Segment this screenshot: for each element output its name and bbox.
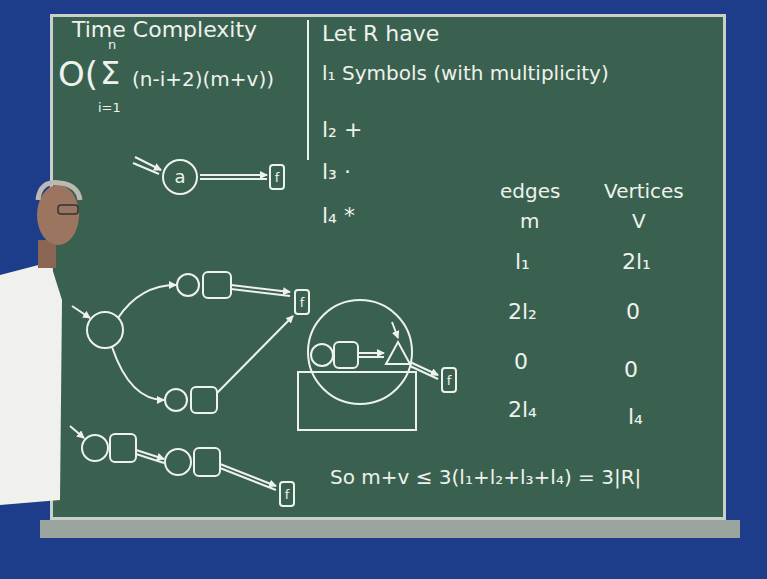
transition xyxy=(410,366,438,379)
chalk-text: 0 xyxy=(626,300,640,324)
state-box xyxy=(203,272,231,298)
chalk-strokes xyxy=(40,20,740,538)
state-box xyxy=(191,387,217,413)
state-box xyxy=(194,448,220,476)
lecturer xyxy=(0,183,80,505)
chalk-text: Vertices xyxy=(604,180,684,202)
transition xyxy=(231,289,290,296)
chalk-text: 2l₂ xyxy=(508,300,537,324)
start-arrow xyxy=(133,163,159,174)
state-label: a xyxy=(174,168,185,186)
divider-line xyxy=(307,20,309,160)
start-arrow xyxy=(70,426,84,438)
chalk-text: i=1 xyxy=(98,101,121,115)
state-label: f xyxy=(275,171,280,184)
chalk-rail xyxy=(40,520,740,538)
transition xyxy=(118,285,176,318)
chalk-text: l₄ xyxy=(628,405,643,429)
chalk-text: Σ xyxy=(100,56,120,91)
chalk-text: 0 xyxy=(624,358,638,382)
transition xyxy=(358,352,384,354)
chalk-text: l₁ xyxy=(515,250,530,274)
state-label: f xyxy=(285,488,290,501)
state-circle xyxy=(177,274,199,296)
chalk-text: l₄ * xyxy=(322,204,355,228)
chalk-text: V xyxy=(632,210,646,232)
chalk-text: 2l₁ xyxy=(622,250,651,274)
state-circle xyxy=(165,389,187,411)
state-circle xyxy=(82,435,108,461)
start-arrow xyxy=(72,306,90,318)
lecturer-shirt xyxy=(0,262,62,505)
chalk-text: 2l₄ xyxy=(508,398,537,422)
final-state-box: f xyxy=(441,367,457,393)
chalk-text: l₃ · xyxy=(322,160,351,184)
transition xyxy=(112,347,164,400)
chalk-text: (n-i+2)(m+v)) xyxy=(132,68,274,90)
final-state-box: f xyxy=(269,164,285,190)
transition xyxy=(220,468,276,490)
enclosing-circle xyxy=(308,300,412,404)
transition xyxy=(136,454,164,463)
enclosing-box xyxy=(298,372,416,430)
transition xyxy=(220,464,276,486)
state-box xyxy=(334,342,358,368)
chalk-text: m xyxy=(520,210,539,232)
transition-line xyxy=(200,174,267,176)
chalk-text: edges xyxy=(500,180,560,202)
chalk-text: 0 xyxy=(514,350,528,374)
transition xyxy=(217,316,293,393)
chalk-text: Time Complexity xyxy=(72,18,257,42)
state-label: f xyxy=(300,296,305,309)
chalk-text: l₁ Symbols (with multiplicity) xyxy=(322,62,609,84)
transition-line xyxy=(200,178,267,180)
state-circle xyxy=(165,449,191,475)
state-circle: a xyxy=(162,159,198,195)
chalk-text: So m+v ≤ 3(l₁+l₂+l₃+l₄) = 3|R| xyxy=(330,466,641,488)
final-state-box: f xyxy=(279,481,295,507)
final-state-box: f xyxy=(294,289,310,315)
lecturer-head xyxy=(37,185,79,245)
lecturer-hair xyxy=(38,183,80,200)
chalk-text: l₂ + xyxy=(322,118,362,142)
transition-arrow xyxy=(200,175,267,179)
lecturer-glasses xyxy=(58,205,78,214)
start-arrow xyxy=(135,157,161,170)
chalk-text: Let R have xyxy=(322,22,439,46)
state-triangle xyxy=(386,342,410,364)
transition xyxy=(358,356,384,358)
state-box xyxy=(110,434,136,462)
start-arrow xyxy=(392,322,398,338)
chalk-text: n xyxy=(108,38,116,52)
state-circle xyxy=(311,344,333,366)
chalk-text: O( xyxy=(58,56,98,93)
state-label: f xyxy=(447,374,452,387)
